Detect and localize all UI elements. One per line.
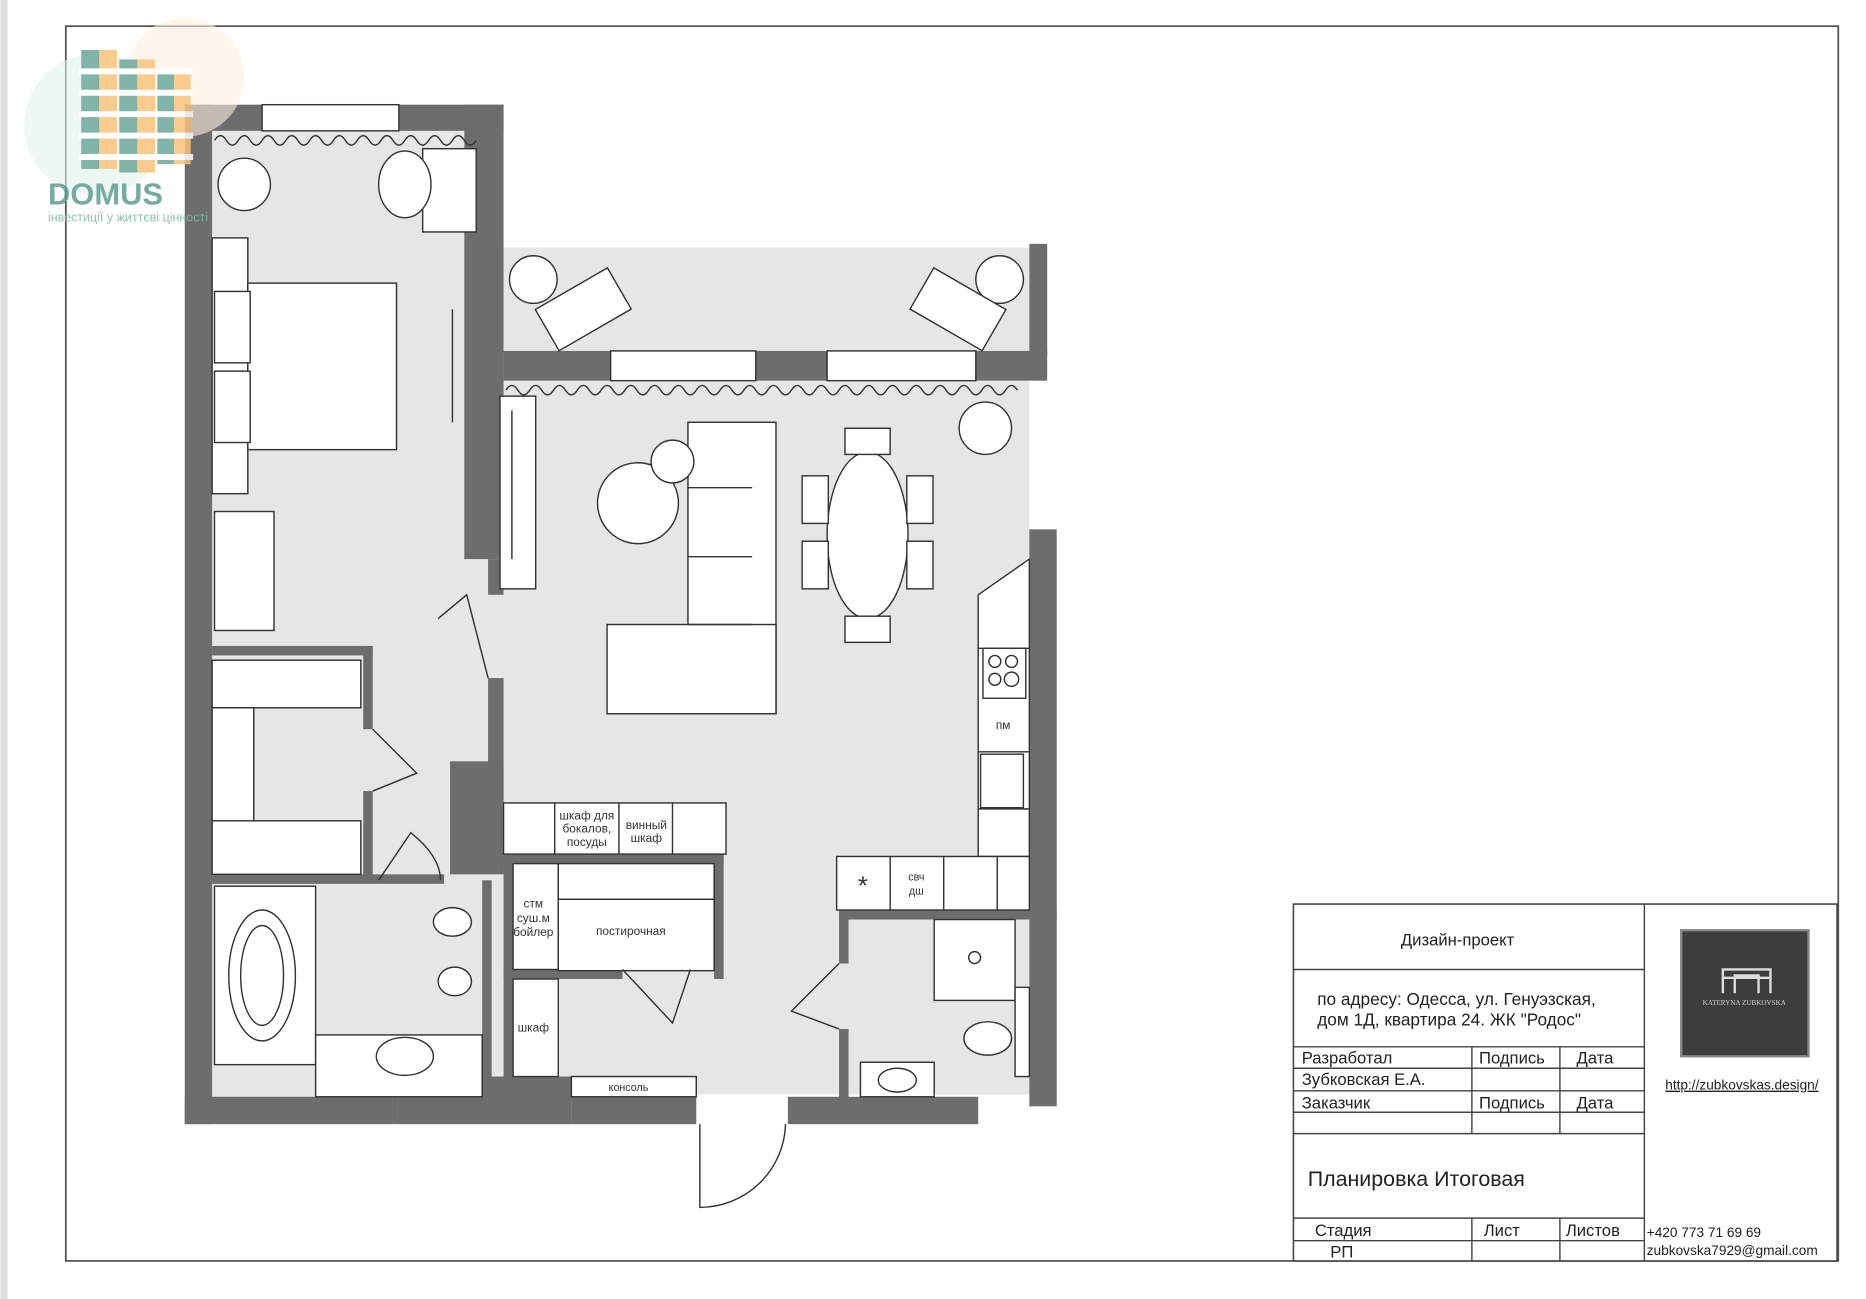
customer-signature-label: Подпись — [1479, 1094, 1545, 1113]
brand-name: DOMUS — [48, 177, 163, 212]
stage-value: РП — [1330, 1242, 1353, 1261]
project-type: Дизайн-проект — [1401, 931, 1515, 950]
stage-label: Стадия — [1315, 1221, 1372, 1240]
console-label: консоль — [609, 1082, 649, 1094]
sheet-label: Лист — [1484, 1221, 1521, 1240]
windows — [213, 103, 1019, 396]
bedroom-furniture — [211, 147, 477, 876]
living-furniture — [499, 395, 934, 715]
date-label: Дата — [1577, 1048, 1615, 1067]
microwave-label: свч — [908, 871, 924, 883]
guest-bathroom — [790, 918, 1031, 1098]
customer-label: Заказчик — [1302, 1094, 1371, 1113]
wine-cabinet-label: винный — [626, 818, 667, 832]
customer-date-label: Дата — [1577, 1094, 1615, 1113]
sheet-title: Планировка Итоговая — [1308, 1167, 1525, 1191]
wine-cabinet-label: шкаф — [631, 831, 663, 845]
asterisk-mark: * — [858, 871, 868, 901]
designer-logo-text: KATERYNA ZUBKOVSKA — [1703, 999, 1787, 1007]
email: zubkovska7929@gmail.com — [1647, 1243, 1818, 1258]
signature-label: Подпись — [1479, 1048, 1545, 1067]
laundry-label: постирочная — [596, 924, 666, 938]
kitchen: пм * свч дш — [835, 557, 1031, 911]
sink-icon — [979, 753, 1025, 809]
plant-icon — [508, 255, 558, 305]
website-link[interactable]: http://zubkovskas.design/ — [1665, 1078, 1819, 1093]
wardrobe-label: шкаф — [518, 1020, 550, 1034]
plant-icon — [975, 255, 1025, 305]
dishwasher-secondary-label: дш — [909, 886, 924, 898]
plant-icon — [217, 157, 272, 212]
balcony-furniture — [508, 255, 1025, 456]
storage: шкаф для бокалов, посуды винный шкаф стм… — [502, 802, 727, 1098]
dishwasher-label: пм — [996, 718, 1011, 732]
developer-name: Зубковская Е.А. — [1302, 1070, 1426, 1089]
sheets-label: Листов — [1566, 1221, 1620, 1240]
phone: +420 773 71 69 69 — [1647, 1225, 1761, 1240]
domus-watermark: DOMUS інвестиції у життєві цінності — [24, 17, 245, 224]
plant-icon — [958, 401, 1013, 456]
cooktop-icon — [982, 647, 1027, 699]
utility-label: бойлер — [513, 925, 554, 939]
bathroom-fixtures — [213, 593, 489, 1098]
sheet-border — [64, 25, 1840, 1262]
building-icon — [78, 49, 194, 173]
address-line-1: по адресу: Одесса, ул. Генуэзская, — [1317, 989, 1596, 1009]
brand-tagline: інвестиції у життєві цінності — [48, 210, 208, 224]
glass-cabinet-label: посуды — [567, 835, 607, 849]
title-block: Дизайн-проект по адресу: Одесса, ул. Ген… — [1292, 903, 1838, 1262]
designer-logo: KATERYNA ZUBKOVSKA — [1680, 929, 1810, 1058]
developed-by-label: Разработал — [1302, 1048, 1393, 1067]
address-line-2: дом 1Д, квартира 24. ЖК "Родос" — [1317, 1009, 1581, 1029]
glass-cabinet-label: шкаф для — [559, 809, 614, 823]
glass-cabinet-label: бокалов, — [562, 822, 611, 836]
entry-door — [699, 1124, 787, 1209]
utility-label: стм — [524, 897, 544, 911]
utility-label: суш.м — [517, 911, 550, 925]
